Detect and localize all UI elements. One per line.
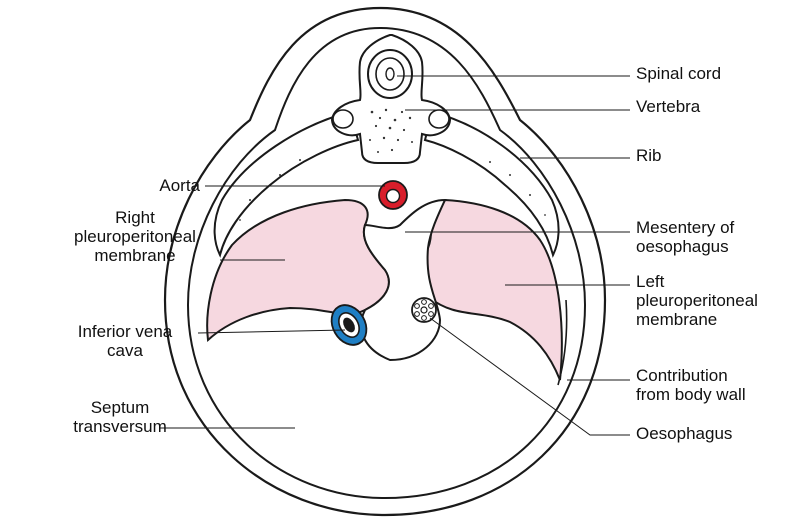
- transverse-process-right: [429, 110, 449, 128]
- label-vertebra: Vertebra: [636, 97, 700, 116]
- central-canal: [386, 68, 394, 80]
- transverse-process-left: [333, 110, 353, 128]
- label-rib: Rib: [636, 146, 662, 165]
- label-aorta: Aorta: [130, 176, 200, 195]
- aorta-inner: [387, 190, 400, 203]
- oesophagus-lumen: [421, 307, 427, 313]
- label-spinal-cord: Spinal cord: [636, 64, 721, 83]
- label-oesophagus: Oesophagus: [636, 424, 732, 443]
